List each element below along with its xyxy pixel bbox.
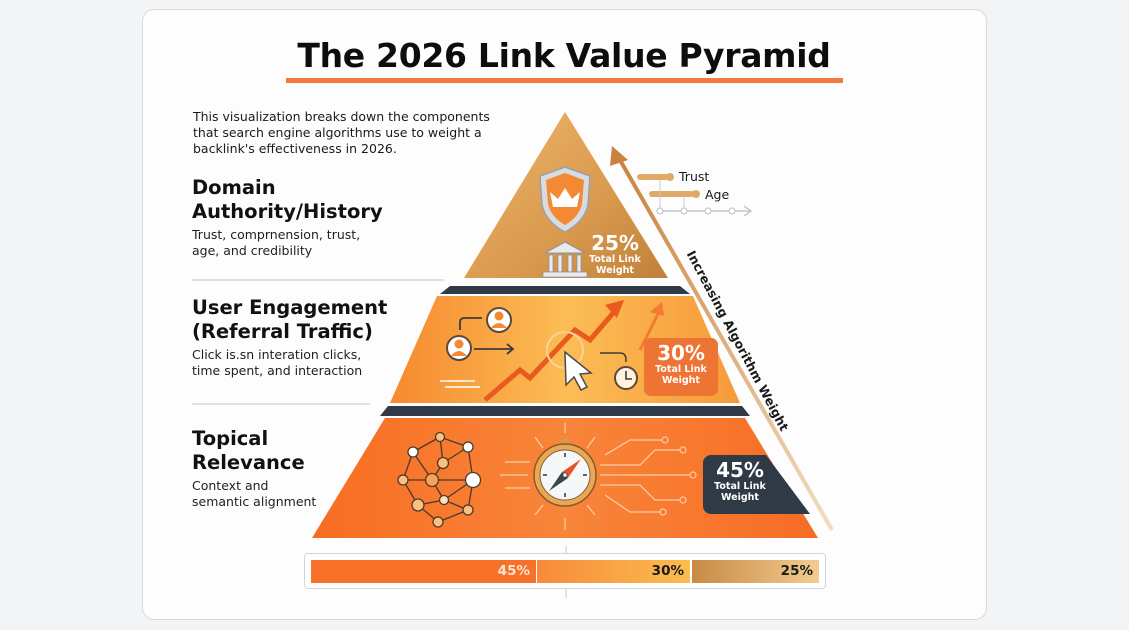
bar-segment-25: 25% (692, 560, 819, 583)
section-heading: Authority/History (192, 200, 383, 223)
increasing-weight-arrow (610, 146, 834, 531)
weight-percent: 25% (591, 231, 639, 255)
tier-topical-relevance (312, 418, 818, 538)
weight-caption: Total Link (714, 481, 766, 492)
tier-weight-badge-25: 25% Total Link Weight (585, 232, 645, 276)
weight-caption: Total Link (589, 254, 641, 265)
tier-user-engagement (380, 296, 750, 416)
section-description: semantic alignment (192, 494, 317, 509)
section-description: Trust, comprnension, trust, (192, 227, 361, 242)
divider (192, 279, 444, 281)
section-description: Context and (192, 478, 269, 493)
trust-label: Trust (679, 169, 710, 184)
shield-crown-icon (539, 166, 591, 233)
bank-building-icon (542, 241, 588, 278)
weight-percent: 30% (657, 341, 705, 365)
section-user-engagement: User Engagement(Referral Traffic) Click … (192, 296, 387, 379)
weight-caption: Weight (596, 265, 634, 276)
clock-icon (600, 352, 638, 390)
intro-text: This visualization breaks down the compo… (193, 109, 490, 156)
cursor-click-icon (546, 331, 593, 391)
age-label: Age (705, 187, 730, 202)
section-heading: User Engagement (192, 296, 388, 319)
section-heading: Topical (192, 427, 269, 450)
tier-weight-badge-45: 45% Total Link Weight (705, 459, 775, 503)
page-title: The 2026 Link Value Pyramid (297, 36, 831, 75)
user-icon (446, 335, 472, 361)
weight-caption: Weight (662, 375, 700, 386)
bar-segment-30: 30% (537, 560, 690, 583)
compass-icon (533, 438, 597, 507)
bar-segment-45: 45% (311, 560, 536, 583)
section-heading: (Referral Traffic) (192, 320, 373, 343)
tier-domain-authority (440, 112, 690, 294)
section-heading: Relevance (192, 451, 305, 474)
trend-arrow-icon (483, 300, 664, 402)
weight-caption: Weight (721, 492, 759, 503)
divider (192, 403, 370, 405)
circuit-lines-icon (500, 423, 697, 530)
tier-weight-badge-30: 30% Total Link Weight (646, 342, 716, 386)
section-description: time spent, and interaction (192, 363, 363, 378)
user-icon (486, 307, 512, 333)
weight-caption: Total Link (655, 364, 707, 375)
section-description: Click is.sn interation clicks, (192, 347, 362, 362)
weight-percent: 45% (716, 458, 764, 482)
section-heading: Domain (192, 176, 276, 199)
weight-distribution-bar: 45% 30% 25% (304, 553, 826, 589)
section-description: age, and credibility (192, 243, 313, 258)
title-underline (286, 78, 843, 83)
